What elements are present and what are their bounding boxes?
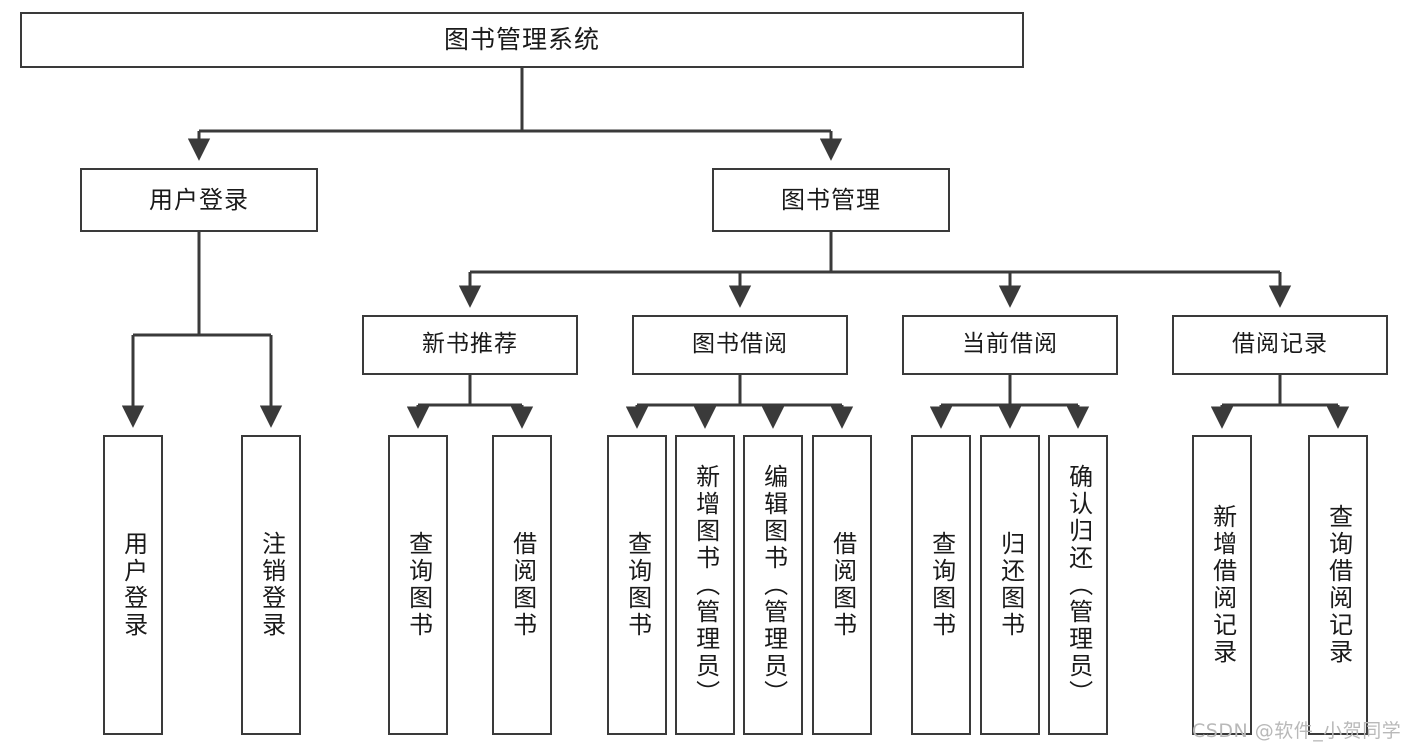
leaf-return-book[interactable]: 归还图书 [980,435,1040,735]
node-label: 新书推荐 [422,331,518,358]
node-label: 借阅记录 [1232,331,1328,358]
node-book-management[interactable]: 图书管理 [712,168,950,232]
node-label: 新增图书（管理员） [691,463,720,707]
leaf-query-book-borrow[interactable]: 查询图书 [607,435,667,735]
node-label: 查询借阅记录 [1324,504,1353,666]
node-label: 查询图书 [623,531,652,639]
node-label: 查询图书 [927,531,956,639]
node-label: 图书管理系统 [443,25,600,55]
node-label: 图书借阅 [692,331,788,358]
node-book-borrow[interactable]: 图书借阅 [632,315,848,375]
leaf-edit-book-admin[interactable]: 编辑图书（管理员） [743,435,803,735]
leaf-logout-login[interactable]: 注销登录 [241,435,301,735]
node-label: 用户登录 [119,531,148,639]
node-label: 确认归还（管理员） [1064,463,1093,707]
leaf-query-book-current[interactable]: 查询图书 [911,435,971,735]
node-label: 用户登录 [149,185,249,214]
node-current-borrow[interactable]: 当前借阅 [902,315,1118,375]
leaf-add-borrow-record[interactable]: 新增借阅记录 [1192,435,1252,735]
node-label: 注销登录 [257,531,286,639]
node-label: 借阅图书 [508,531,537,639]
node-borrow-record[interactable]: 借阅记录 [1172,315,1388,375]
node-user-login[interactable]: 用户登录 [80,168,318,232]
leaf-user-login[interactable]: 用户登录 [103,435,163,735]
node-label: 新增借阅记录 [1208,504,1237,666]
node-label: 查询图书 [404,531,433,639]
node-label: 图书管理 [781,185,881,214]
node-label: 当前借阅 [962,331,1058,358]
node-new-book-recommend[interactable]: 新书推荐 [362,315,578,375]
node-label: 归还图书 [996,531,1025,639]
leaf-borrow-book[interactable]: 借阅图书 [812,435,872,735]
leaf-add-book-admin[interactable]: 新增图书（管理员） [675,435,735,735]
watermark-text: CSDN @软件_小贺同学 [1192,720,1402,742]
node-label: 借阅图书 [828,531,857,639]
leaf-query-book-newbook[interactable]: 查询图书 [388,435,448,735]
node-label: 编辑图书（管理员） [759,463,788,707]
leaf-query-borrow-record[interactable]: 查询借阅记录 [1308,435,1368,735]
node-root-book-management-system[interactable]: 图书管理系统 [20,12,1024,68]
leaf-confirm-return-admin[interactable]: 确认归还（管理员） [1048,435,1108,735]
leaf-borrow-book-newbook[interactable]: 借阅图书 [492,435,552,735]
